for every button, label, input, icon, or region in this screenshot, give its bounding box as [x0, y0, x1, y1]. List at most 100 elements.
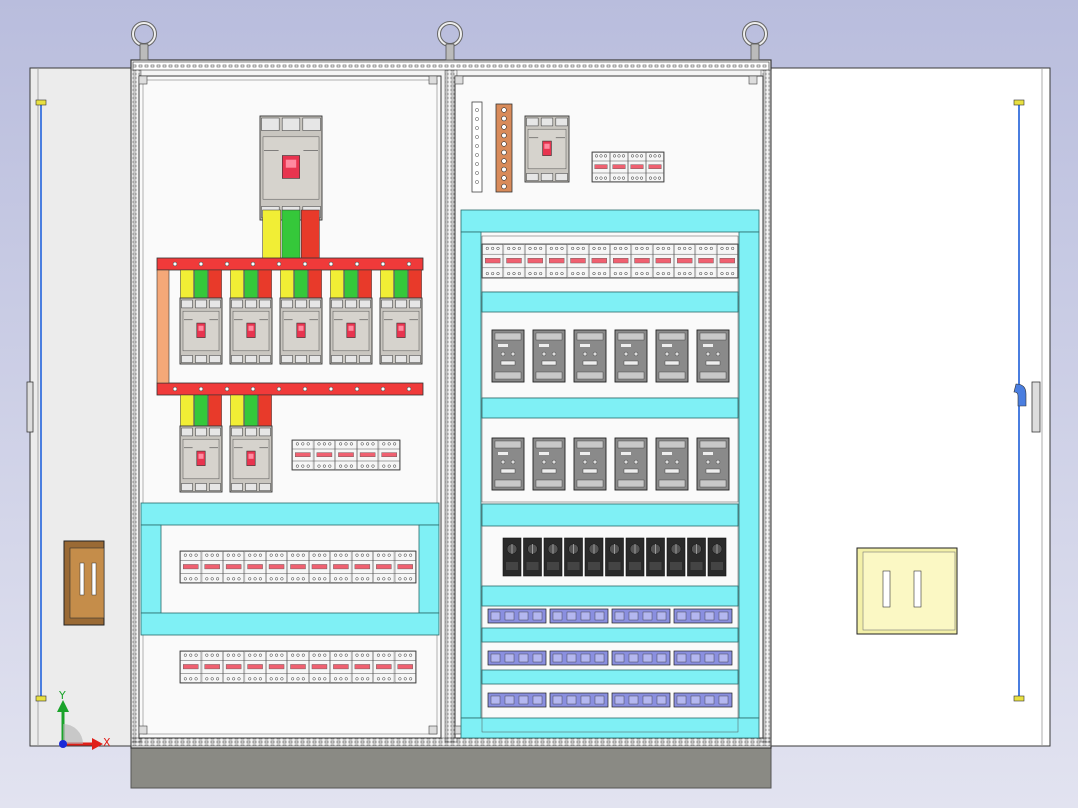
drive-keypad — [705, 468, 721, 474]
terminal-cell — [614, 695, 625, 705]
terminal-cell — [504, 611, 515, 621]
mcb-screw — [210, 677, 214, 681]
terminal-cell — [490, 611, 501, 621]
mcb-screw — [339, 653, 343, 657]
breaker-terminal — [295, 299, 307, 309]
mcb-screw — [398, 553, 402, 557]
mcb-screw — [624, 246, 628, 250]
mcb-screw — [194, 653, 198, 657]
mcb-screw — [403, 577, 407, 581]
mcb-toggle — [333, 664, 349, 670]
drive-led — [582, 459, 588, 465]
mcb-screw — [382, 553, 386, 557]
mcb-screw — [661, 272, 665, 276]
mcb-screw — [317, 653, 322, 657]
mcb-toggle — [295, 452, 311, 458]
terminal-block — [611, 608, 671, 624]
drive-label — [621, 344, 631, 347]
terminal-screw — [475, 126, 479, 130]
busbar-bolt — [198, 386, 204, 392]
mcb-screw — [496, 272, 500, 276]
mcb-toggle — [570, 258, 586, 264]
mcb-screw — [555, 246, 559, 250]
panel-fixing — [748, 75, 758, 85]
mcb-screw — [645, 272, 649, 276]
mcb-screw — [296, 653, 300, 657]
mcb-toggle — [338, 452, 354, 458]
mcb-screw — [533, 246, 537, 250]
breaker-handle-hl — [248, 325, 254, 331]
mcb-screw — [725, 272, 729, 276]
mcb-screw — [296, 553, 300, 557]
breaker-terminal — [231, 355, 243, 363]
relay — [543, 537, 563, 577]
mcb-toggle — [311, 564, 328, 570]
breaker-handle-hl — [285, 159, 297, 168]
cabinet-doors — [26, 67, 1051, 747]
mcb-screw — [183, 577, 187, 581]
mcb-screw — [635, 272, 639, 276]
drive-led — [633, 459, 639, 465]
breaker-terminal — [195, 427, 207, 437]
mcb-screw — [528, 272, 532, 276]
mcb-screw — [621, 154, 626, 158]
busbar-bolt — [302, 261, 308, 267]
drive-terminal — [494, 332, 522, 341]
drive-terminal — [576, 332, 604, 341]
terminal-screw — [475, 108, 479, 112]
mcb-screw — [306, 464, 310, 468]
drive-terminal — [494, 479, 522, 488]
terminal-cell — [642, 653, 653, 663]
mcb-toggle — [311, 664, 328, 670]
mcb-screw — [248, 553, 252, 557]
mcb-screw — [683, 272, 687, 276]
terminal-block — [673, 692, 733, 708]
busbar-bolt — [224, 386, 230, 392]
mcb-screw — [403, 677, 407, 681]
bottom-rail — [130, 737, 772, 747]
mcb-screw — [393, 442, 397, 446]
mcb-screw — [226, 577, 230, 581]
mcb-screw — [376, 677, 381, 681]
terminal-cell — [718, 653, 729, 663]
mcb-screw — [624, 272, 628, 276]
mcb-screw — [398, 677, 402, 681]
terminal-block — [487, 650, 547, 666]
mcb-toggle — [376, 564, 392, 570]
drive-led — [500, 459, 506, 465]
mcb-screw — [258, 653, 263, 657]
breaker-terminal — [209, 427, 221, 437]
terminal-block — [611, 692, 671, 708]
mcb-screw — [333, 677, 338, 681]
terminal-cell — [580, 653, 591, 663]
mcb-screw — [339, 553, 343, 557]
mcb-screw — [387, 653, 391, 657]
drive-led — [592, 351, 598, 357]
breaker-terminal — [381, 299, 393, 309]
left-panel-inner — [142, 79, 438, 735]
mcb-screw — [409, 577, 413, 581]
breaker-terminal — [309, 299, 321, 309]
drive-terminal — [658, 440, 686, 449]
terminal-cell — [518, 695, 529, 705]
mcb-screw — [360, 577, 364, 581]
axis-y-label: Y — [58, 689, 66, 702]
drive-terminal — [617, 440, 645, 449]
breaker-terminal — [359, 299, 371, 309]
mcb-screw — [597, 272, 601, 276]
breaker-handle-hl — [248, 453, 254, 459]
drive-terminal — [617, 479, 645, 488]
left-duct-vertical — [418, 524, 440, 614]
drive-keypad — [500, 468, 516, 474]
mcb-screw — [640, 272, 644, 276]
terminal-cell — [676, 695, 687, 705]
ground-busbar — [495, 103, 513, 193]
busbar-bolt — [380, 261, 386, 267]
breaker-terminal — [195, 355, 207, 363]
busbar-bolt — [406, 261, 412, 267]
mcb-screw — [677, 246, 681, 250]
busbar-bolt — [328, 386, 334, 392]
breaker-terminal — [181, 355, 193, 363]
mcb-screw — [189, 577, 193, 581]
